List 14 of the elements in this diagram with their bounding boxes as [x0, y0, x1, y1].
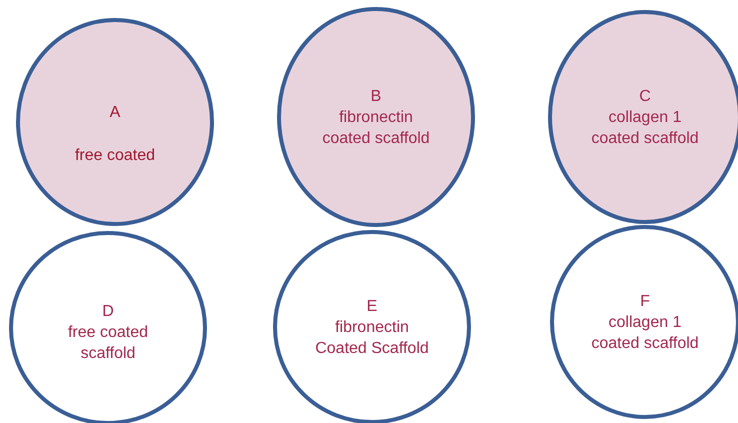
- node-label: fibronectin coated scaffold: [321, 108, 431, 148]
- node-label: free coated: [74, 146, 156, 166]
- node-letter: F: [640, 292, 650, 312]
- node-letter: E: [366, 296, 378, 316]
- node-label: fibronectin Coated Scaffold: [314, 318, 430, 358]
- node-letter: B: [370, 86, 382, 106]
- node-label: collagen 1 coated scaffold: [590, 312, 700, 354]
- node-letter: D: [102, 302, 114, 322]
- node-letter: C: [639, 86, 651, 106]
- node-label: collagen 1 coated scaffold: [590, 108, 700, 148]
- circle-node: [277, 7, 475, 227]
- circle-node: [16, 18, 214, 226]
- node-letter: A: [110, 103, 120, 123]
- node-label: free coated scaffold: [66, 322, 150, 364]
